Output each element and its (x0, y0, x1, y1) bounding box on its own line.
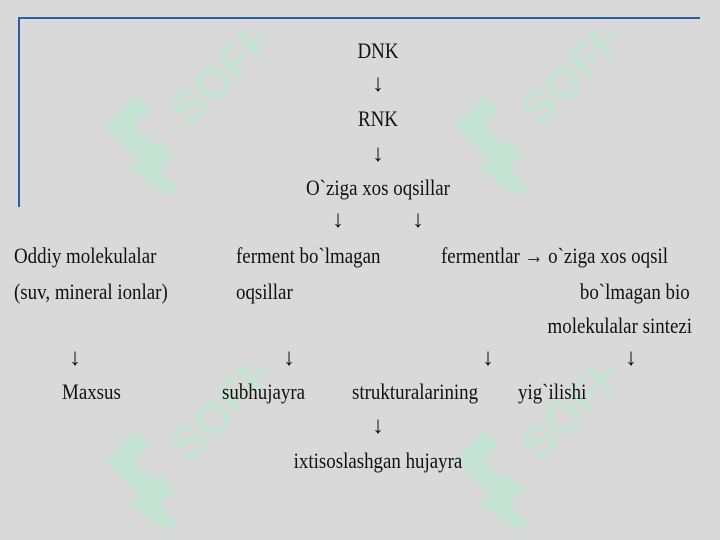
node-specific-proteins: O`ziga xos oqsillar (306, 175, 450, 200)
arrow-down-icon: ↓ (372, 71, 384, 97)
node-subhujayra: subhujayra (222, 379, 306, 404)
arrow-down-icon: ↓ (372, 141, 384, 167)
arrow-down-icon: ↓ (332, 207, 344, 233)
node-maxsus: Maxsus (62, 379, 121, 404)
watermark-text: SOFF (510, 30, 615, 135)
arrow-down-icon: ↓ (482, 345, 494, 371)
watermark-logo: SOFF (95, 347, 284, 535)
arrow-down-icon: ↓ (69, 345, 81, 371)
node-result: ixtisoslashgan hujayra (293, 448, 463, 473)
node-nonenzymatic-line1: ferment bo`lmagan (236, 243, 381, 268)
node-simple-molecules-line1: Oddiy molekulalar (14, 243, 157, 268)
node-dnk: DNK (357, 38, 399, 63)
frame-top-line (20, 17, 700, 19)
arrow-down-icon: ↓ (283, 345, 295, 371)
arrow-down-icon: ↓ (372, 413, 384, 439)
node-nonenzymatic-line2: oqsillar (236, 279, 293, 304)
node-enzymes-line2: bo`lmagan bio (580, 279, 690, 304)
node-enzymes-line1: fermentlar → o`ziga xos oqsil (441, 243, 668, 268)
watermark-text: SOFF (160, 30, 265, 135)
node-yigilishi: yig`ilishi (518, 379, 587, 404)
watermark-logo: SOFF (95, 12, 284, 200)
node-rnk: RNK (358, 106, 398, 131)
arrow-down-icon: ↓ (412, 207, 424, 233)
node-strukturalarining: strukturalarining (352, 379, 479, 404)
watermark-logo: SOFF (445, 347, 634, 535)
watermark-logo: SOFF (445, 12, 634, 200)
arrow-down-icon: ↓ (625, 345, 637, 371)
frame-left-line (18, 17, 20, 207)
node-simple-molecules-line2: (suv, mineral ionlar) (14, 279, 168, 304)
node-enzymes-line3: molekulalar sintezi (547, 313, 692, 338)
